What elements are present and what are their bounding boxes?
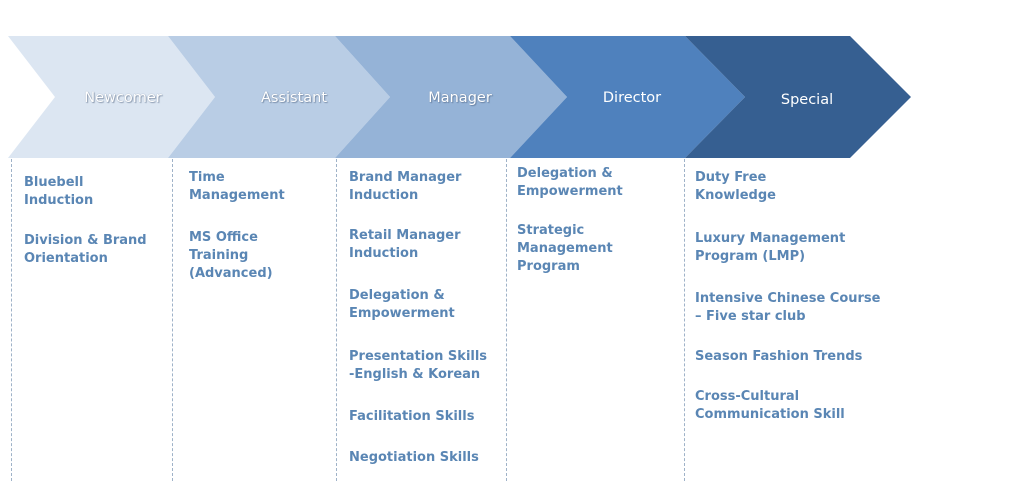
column-newcomer: Bluebell Induction Division & Brand Orie… bbox=[11, 159, 166, 481]
stage-label-special: Special bbox=[780, 91, 834, 108]
course-item: Division & Brand Orientation bbox=[24, 233, 147, 266]
course-item: Season Fashion Trends bbox=[695, 349, 863, 364]
stage-label-assistant: Assistant bbox=[260, 89, 328, 106]
course-item: Intensive Chinese Course – Five star clu… bbox=[695, 291, 881, 324]
stage-label-director: Director bbox=[602, 89, 662, 106]
course-item: Delegation & Empowerment bbox=[349, 288, 455, 321]
course-item: Negotiation Skills bbox=[349, 450, 479, 465]
course-item: Strategic Management Program bbox=[517, 223, 613, 274]
course-item: Cross-Cultural Communication Skill bbox=[695, 389, 845, 422]
stage-chevrons bbox=[8, 36, 911, 158]
course-item: Time Management bbox=[189, 170, 285, 203]
course-item: Luxury Management Program (LMP) bbox=[695, 231, 846, 264]
column-assistant: Time Management MS Office Training (Adva… bbox=[172, 159, 334, 481]
course-item: MS Office Training (Advanced) bbox=[189, 230, 273, 281]
chevron-newcomer bbox=[8, 36, 215, 158]
column-manager: Brand Manager Induction Retail Manager I… bbox=[336, 159, 506, 481]
course-item: Retail Manager Induction bbox=[349, 228, 461, 261]
stage-label-manager: Manager bbox=[428, 89, 492, 106]
course-item: Presentation Skills -English & Korean bbox=[349, 349, 488, 382]
chevron-manager bbox=[335, 36, 567, 158]
course-item: Bluebell Induction bbox=[24, 175, 94, 208]
chevron-director bbox=[510, 36, 745, 158]
course-item: Duty Free Knowledge bbox=[695, 170, 776, 203]
column-special: Duty Free Knowledge Luxury Management Pr… bbox=[684, 159, 914, 481]
course-item: Delegation & Empowerment bbox=[517, 166, 623, 199]
course-item: Facilitation Skills bbox=[349, 409, 475, 424]
chevron-assistant bbox=[168, 36, 390, 158]
chevron-special bbox=[685, 36, 911, 158]
column-director: Delegation & Empowerment Strategic Manag… bbox=[506, 159, 682, 481]
stage-label-newcomer: Newcomer bbox=[84, 89, 162, 106]
course-item: Brand Manager Induction bbox=[349, 170, 462, 203]
